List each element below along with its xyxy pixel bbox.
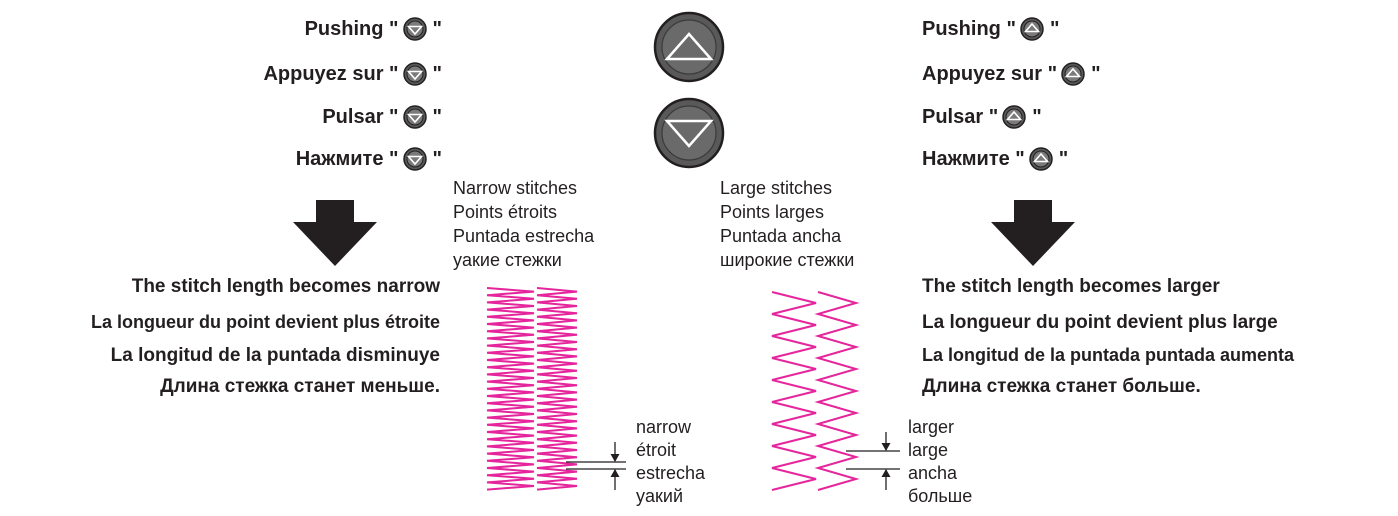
- dimension-label: larger: [908, 417, 955, 437]
- arrowhead-down-icon: [610, 454, 620, 462]
- dimension-label: large: [908, 440, 949, 460]
- up-arrow-button-icon: [1061, 62, 1085, 86]
- push-line-pushing-down: Pushing " ": [305, 14, 442, 44]
- result-line-ru: Длина стежка станет меньше.: [160, 376, 440, 397]
- dimension-label: ancha: [908, 463, 958, 483]
- arrowhead-up-icon: [881, 469, 891, 477]
- caption-line: Large stitches: [720, 178, 833, 198]
- push-suffix: ": [1032, 106, 1042, 128]
- result-line-fr: La longueur du point devient plus étroit…: [90, 312, 440, 332]
- push-suffix: ": [432, 63, 442, 85]
- push-suffix: ": [1049, 18, 1060, 40]
- caption-line: Points larges: [720, 202, 825, 222]
- push-prefix: Pushing ": [922, 18, 1016, 40]
- push-prefix: Appuyez sur ": [263, 63, 399, 85]
- caption-line: Points étroits: [453, 202, 558, 222]
- push-line-nazhmite-up: Нажмите " ": [922, 144, 1068, 174]
- narrow-stitches-caption: Narrow stitches Points étroits Puntada e…: [453, 176, 594, 272]
- narrow-stitch-column-left: [486, 287, 535, 491]
- arrowhead-down-icon: [881, 443, 891, 451]
- push-suffix: ": [432, 106, 442, 128]
- push-suffix: ": [432, 18, 442, 40]
- result-line-en: The stitch length becomes larger: [922, 276, 1220, 297]
- caption-line: Puntada ancha: [720, 226, 842, 246]
- caption-line: yакие стежки: [453, 250, 562, 270]
- result-line-ru: Длина стежка станет больше.: [922, 376, 1201, 397]
- narrow-dimension-labels: narrow étroit estrecha yакий: [636, 416, 705, 508]
- large-stitch-illustration: [771, 291, 900, 491]
- arrowhead-up-icon: [610, 469, 620, 477]
- result-line-es: La longitud de la puntada disminuye: [110, 345, 440, 366]
- down-arrow-button-icon: [402, 147, 427, 171]
- push-prefix: Appuyez sur ": [922, 63, 1058, 85]
- dimension-label: estrecha: [636, 463, 706, 483]
- down-arrow-button-icon[interactable]: [653, 96, 725, 170]
- dimension-label: больше: [908, 486, 973, 506]
- dimension-label: yакий: [636, 486, 683, 506]
- push-line-pushing-up: Pushing " ": [922, 14, 1059, 44]
- up-arrow-button-icon: [1029, 147, 1053, 171]
- push-prefix: Pulsar ": [322, 106, 399, 128]
- caption-line: Narrow stitches: [453, 178, 578, 198]
- push-prefix: Pulsar ": [922, 106, 999, 128]
- dimension-label: étroit: [636, 440, 677, 460]
- down-arrow-button-icon: [402, 105, 427, 129]
- push-line-appuyez-up: Appuyez sur " ": [922, 59, 1101, 89]
- down-arrow-icon: [991, 200, 1075, 266]
- result-line-fr: La longueur du point devient plus large: [922, 312, 1278, 333]
- result-line-en: The stitch length becomes narrow: [131, 276, 440, 297]
- push-prefix: Нажмите ": [295, 148, 399, 170]
- narrow-stitch-column-right: [536, 287, 578, 491]
- push-prefix: Pushing ": [304, 18, 399, 40]
- large-stitches-caption: Large stitches Points larges Puntada anc…: [720, 176, 854, 272]
- up-arrow-button-icon: [1002, 105, 1026, 129]
- up-arrow-button-icon: [1020, 17, 1044, 41]
- down-arrow-button-icon: [402, 17, 427, 41]
- large-dimension-labels: larger large ancha больше: [908, 416, 972, 508]
- push-suffix: ": [432, 148, 442, 170]
- push-line-pulsar-up: Pulsar " ": [922, 102, 1042, 132]
- dimension-label: narrow: [636, 417, 692, 437]
- caption-line: Puntada estrecha: [453, 226, 595, 246]
- push-suffix: ": [1091, 63, 1101, 85]
- down-arrow-icon: [293, 200, 377, 266]
- large-stitch-column-right: [814, 291, 860, 491]
- push-line-appuyez-down: Appuyez sur " ": [263, 59, 442, 89]
- up-arrow-button-icon[interactable]: [653, 10, 725, 84]
- result-line-es: La longitud de la puntada puntada aument…: [922, 345, 1295, 365]
- large-stitch-column-left: [771, 291, 817, 491]
- push-line-nazhmite-down: Нажмите " ": [296, 144, 442, 174]
- push-prefix: Нажмите ": [922, 148, 1025, 170]
- narrow-stitch-illustration: [486, 287, 626, 491]
- caption-line: широкие стежки: [720, 250, 855, 270]
- push-line-pulsar-down: Pulsar " ": [322, 102, 442, 132]
- push-suffix: ": [1058, 148, 1069, 170]
- down-arrow-button-icon: [402, 62, 427, 86]
